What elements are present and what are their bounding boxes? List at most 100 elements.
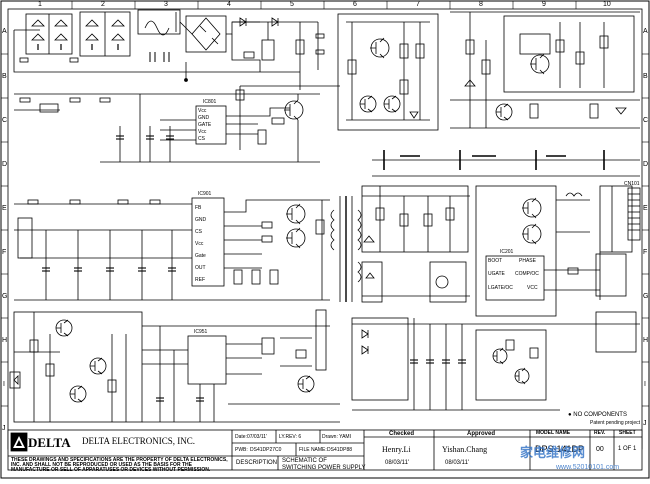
description-line1: SCHEMATIC OF	[282, 458, 327, 464]
description-line2: SWITCHING POWER SUPPLY	[282, 465, 366, 471]
grid-col-3: 3	[164, 1, 168, 8]
ic901-pin-3: CS	[195, 229, 202, 235]
checked-name: Henry.Li	[382, 445, 411, 454]
ic801-pin-4: Vcc	[198, 129, 207, 135]
ic801-label: IC801	[203, 99, 217, 105]
pfc-section	[232, 17, 340, 150]
cn101-label: CN101	[624, 181, 640, 187]
company-name: DELTA ELECTRONICS, INC.	[82, 436, 195, 446]
grid-row-a-right: A	[643, 28, 648, 35]
grid-row-j-right: J	[643, 420, 647, 427]
grid-row-c-right: C	[643, 117, 649, 124]
output-connector	[627, 187, 641, 241]
ic901-pin-5: Gate	[195, 253, 206, 259]
grid-row-i: I	[3, 381, 5, 388]
buck-pin-ugate: UGATE	[488, 271, 505, 277]
approved-name: Yishan.Chang	[442, 445, 488, 454]
output-filter-row	[372, 150, 640, 177]
drawn-field: Drawn: YAMI	[322, 434, 351, 440]
grid-col-1: 1	[38, 1, 42, 8]
sheet-value: 1 OF 1	[618, 446, 637, 452]
buck-pin-boot: BOOT	[488, 258, 503, 264]
date-field: Date:07/03/11'	[235, 434, 267, 440]
rev-value: 00	[596, 446, 604, 453]
patent-note: Patent pending project	[590, 420, 641, 426]
file-name-value: DS41DP88	[327, 447, 353, 453]
checked-label: Checked	[389, 431, 415, 437]
rev-label: REV.	[594, 430, 606, 436]
ic801-pin-1: Vcc	[198, 108, 207, 114]
main-transformer	[330, 185, 470, 303]
top-right-regulation	[450, 11, 640, 129]
main-output-section	[351, 311, 640, 411]
grid-row-c: C	[2, 117, 8, 124]
grid-row-b-right: B	[643, 73, 648, 80]
grid-col-9: 9	[542, 1, 546, 8]
file-name-label: FILE NAME:	[299, 447, 327, 453]
grid-col-5: 5	[290, 1, 294, 8]
grid-row-d: D	[2, 161, 8, 168]
buck-pin-lgate: LGATE/OC	[488, 285, 513, 291]
grid-row-d-right: D	[643, 161, 649, 168]
ic801-pin-5: CS	[198, 136, 205, 142]
grid-col-10: 10	[603, 1, 611, 8]
checked-date: 08/03/11'	[385, 460, 410, 466]
ic951-label: IC951	[194, 329, 208, 335]
ly-rev-field: LY.REV: 6	[279, 434, 302, 440]
ic951-block	[142, 309, 340, 423]
grid-row-i-right: I	[644, 381, 646, 388]
grid-col-2: 2	[101, 1, 105, 8]
ic901-pin-1: FB	[195, 205, 202, 211]
grid-col-6: 6	[353, 1, 357, 8]
ic801-pin-2: GND	[198, 115, 210, 121]
description-label: DESCRIPTION	[236, 460, 278, 466]
buck-pin-phase: PHASE	[519, 258, 536, 264]
grid-row-j: J	[2, 425, 6, 432]
grid-row-e-right: E	[643, 205, 648, 212]
ic901-pin-6: OUT	[195, 265, 206, 271]
ic801-pin-3: GATE	[198, 122, 212, 128]
ic901-label: IC901	[198, 191, 212, 197]
ic901-pin-7: REF	[195, 277, 205, 283]
watermark-url: www.52010101.com	[556, 464, 620, 471]
ic201-label: IC201	[500, 249, 514, 255]
ac-input-filter	[13, 9, 300, 82]
delta-logo-text: DELTA	[28, 435, 71, 450]
grid-row-b: B	[2, 73, 7, 80]
title-block-frame	[7, 429, 643, 471]
pwb-label: PWB:	[235, 447, 248, 453]
ic801-block	[14, 93, 320, 163]
pwb-value: DS41DP27C0	[250, 447, 282, 453]
grid-col-4: 4	[227, 1, 231, 8]
grid-col-8: 8	[479, 1, 483, 8]
disclaimer: THESE DRAWINGS AND SPECIFICATIONS ARE TH…	[11, 457, 228, 473]
approved-label: Approved	[467, 431, 496, 437]
buck-pin-vcc: VCC	[527, 285, 538, 291]
grid-row-g-right: G	[643, 293, 649, 300]
grid-row-a: A	[2, 28, 7, 35]
grid-row-e: E	[2, 205, 7, 212]
ic901-pin-4: Vcc	[195, 241, 204, 247]
model-label: MODEL NAME	[536, 430, 571, 436]
grid-row-f: F	[2, 249, 7, 256]
grid-row-h: H	[2, 337, 8, 344]
watermark-cn: 家电维修网	[520, 445, 586, 460]
buck-pin-comp: COMP/OC	[515, 271, 539, 277]
delta-logo-mark	[10, 432, 28, 452]
grid-row-h-right: H	[643, 337, 649, 344]
grid-row-g: G	[2, 293, 8, 300]
standby-output	[337, 13, 439, 131]
grid-col-7: 7	[416, 1, 420, 8]
buck-converter	[475, 185, 633, 317]
protection-circuit	[9, 311, 143, 423]
approved-date: 08/03/11'	[445, 460, 470, 466]
sheet-label: SHEET	[619, 430, 636, 436]
model-value: DPS-141DP	[535, 444, 585, 454]
ic901-pin-2: GND	[195, 217, 207, 223]
ic901-block	[14, 197, 330, 301]
no-components-note: ● NO COMPONENTS	[568, 412, 627, 418]
grid-row-f-right: F	[643, 249, 648, 256]
